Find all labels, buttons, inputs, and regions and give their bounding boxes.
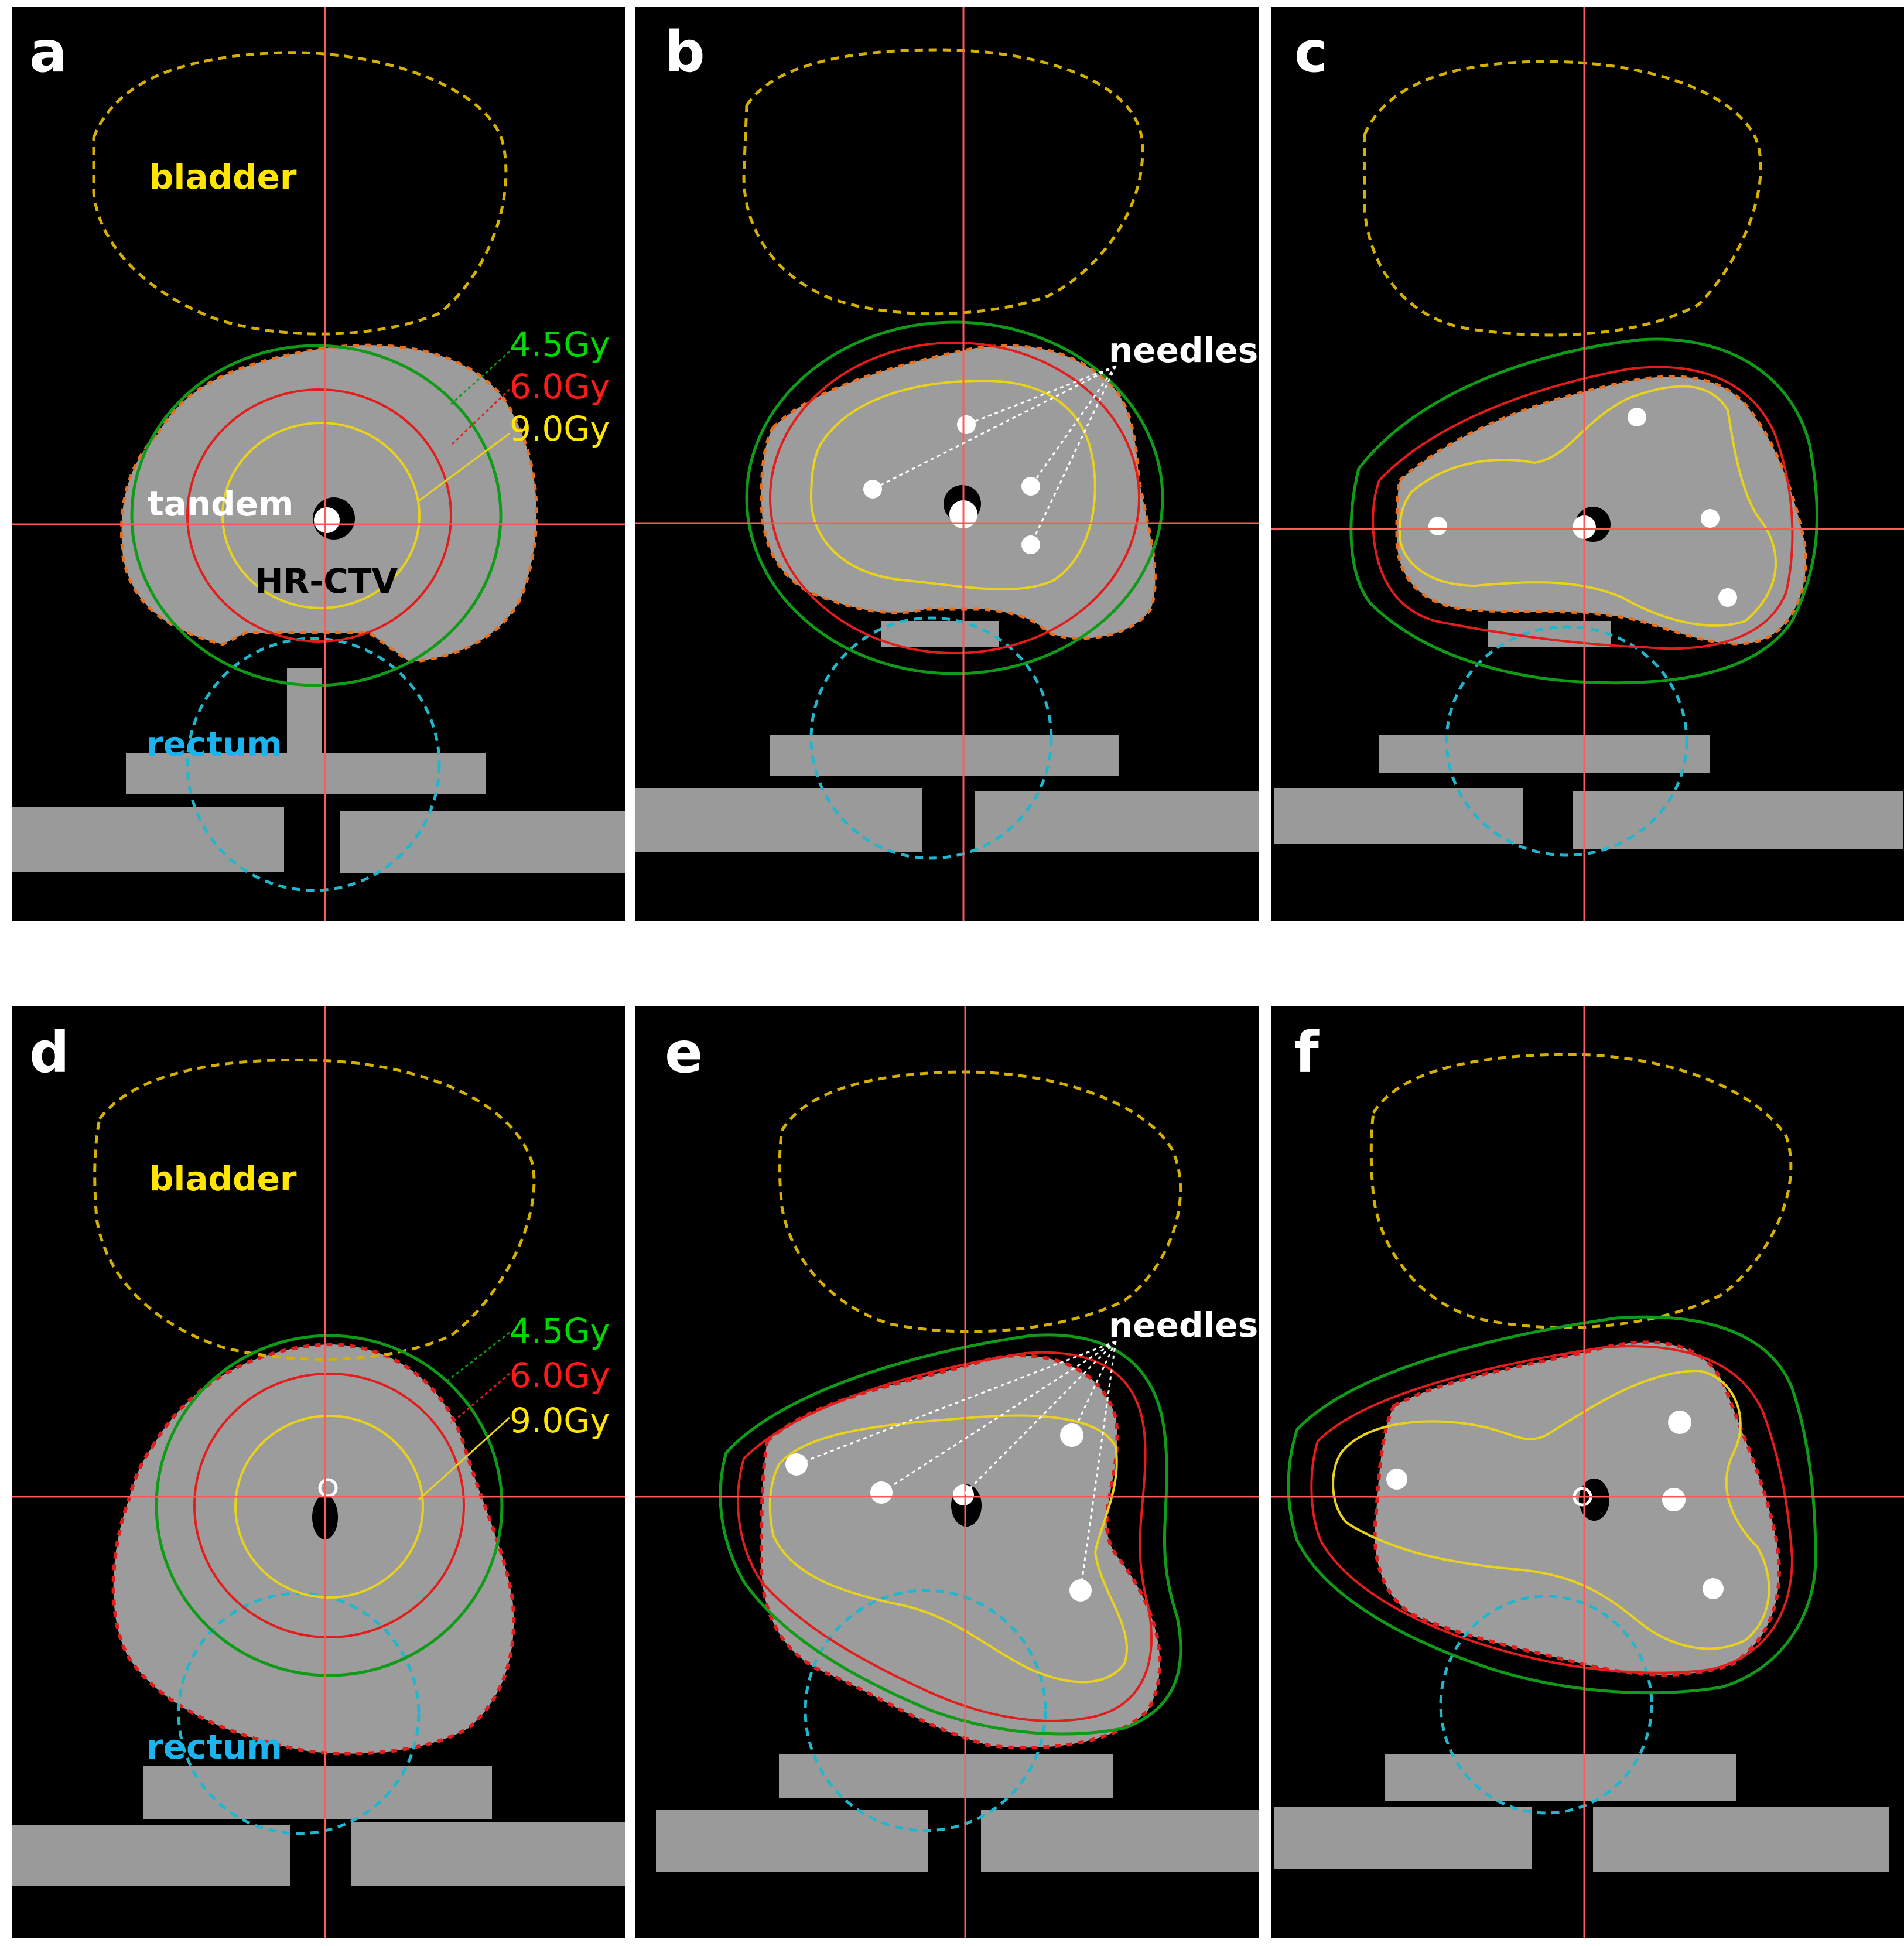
needle-marker — [1386, 1469, 1407, 1490]
panel-a: a bladder tandem HR-CTV rectum 4.5Gy 6.0… — [12, 7, 625, 921]
isodose-green — [745, 320, 1164, 675]
bladder-contour — [93, 1058, 536, 1361]
bladder-label: bladder — [149, 157, 297, 197]
needle-marker — [957, 415, 976, 434]
isodose-yellow — [234, 1415, 424, 1599]
hr-ctv-contour — [120, 343, 538, 664]
leader-green — [450, 350, 511, 405]
phantom-base — [12, 1766, 625, 1886]
bladder-label: bladder — [149, 1159, 297, 1199]
needle-leaders — [872, 365, 1117, 545]
rectum-label: rectum — [146, 724, 282, 764]
tandem-label: tandem — [148, 484, 293, 524]
phantom-base — [12, 668, 625, 873]
panel-letter: b — [665, 19, 705, 85]
isodose-yellow — [768, 1414, 1129, 1684]
rectum-contour — [1445, 625, 1688, 857]
needle-marker — [870, 1481, 893, 1504]
phantom-base — [1274, 621, 1903, 849]
bladder-contour — [1363, 60, 1762, 337]
isodose-green — [719, 1333, 1182, 1736]
rectum-contour — [1439, 1595, 1653, 1815]
rectum-contour — [804, 1589, 1047, 1832]
leader-green — [445, 1332, 510, 1384]
needle-marker — [1718, 588, 1737, 607]
needle-marker — [1069, 1579, 1092, 1602]
isodose-red — [769, 342, 1140, 654]
phantom-base — [1274, 1754, 1889, 1872]
isodose-red — [193, 1373, 465, 1638]
tandem-source — [314, 507, 340, 533]
dose-label-green: 4.5Gy — [510, 325, 610, 364]
isodose-green — [1349, 337, 1818, 685]
panel-b: b needles — [635, 7, 1259, 921]
needle-leaders — [796, 1340, 1117, 1591]
dose-label-red: 6.0Gy — [510, 1356, 610, 1395]
rectum-label: rectum — [146, 1727, 282, 1767]
rectum-contour — [186, 637, 441, 892]
bladder-contour — [92, 51, 508, 336]
dose-label-yellow: 9.0Gy — [510, 1401, 610, 1440]
needle-marker — [785, 1453, 808, 1476]
panel-letter: e — [665, 1020, 703, 1085]
needle-marker — [1060, 1423, 1083, 1447]
hr-ctv-contour — [1395, 375, 1807, 646]
leader-yellow — [418, 1416, 511, 1501]
bladder-contour — [742, 48, 1144, 316]
needle-marker — [1703, 1578, 1724, 1599]
needle-marker — [1662, 1488, 1686, 1511]
needle-marker — [863, 480, 882, 499]
phantom-base — [656, 1754, 1259, 1872]
isodose-green — [155, 1334, 504, 1677]
panel-letter: d — [29, 1020, 70, 1085]
panel-e: e needles — [635, 1006, 1259, 1938]
panel-letter: c — [1294, 19, 1328, 85]
isodose-green — [130, 344, 503, 687]
bladder-contour — [1369, 1053, 1793, 1329]
dose-label-yellow: 9.0Gy — [510, 409, 610, 449]
needle-marker — [1628, 408, 1646, 426]
panel-letter: f — [1294, 1020, 1320, 1085]
hr-ctv-contour — [1373, 1340, 1781, 1677]
isodose-red — [1310, 1345, 1794, 1674]
rectum-contour — [809, 616, 1053, 860]
panel-letter: a — [29, 19, 67, 85]
tandem-source — [953, 1484, 974, 1505]
isodose-green — [1287, 1315, 1817, 1695]
dose-label-red: 6.0Gy — [510, 367, 610, 407]
leader-red — [450, 1373, 510, 1425]
isodose-yellow — [1398, 385, 1777, 627]
bladder-contour — [778, 1070, 1182, 1333]
leader-yellow — [418, 432, 510, 502]
hr-ctv-label: HR-CTV — [255, 561, 398, 601]
panel-c: c — [1271, 7, 1904, 921]
isodose-red — [737, 1351, 1153, 1722]
needle-marker — [1668, 1411, 1691, 1434]
needle-marker — [1021, 477, 1040, 496]
phantom-body — [761, 1356, 1160, 1748]
isodose-yellow — [809, 379, 1096, 590]
isodose-yellow — [221, 422, 421, 609]
panel-d: d bladder rectum 4.5Gy 6.0Gy 9.0Gy — [12, 1006, 625, 1938]
needle-marker — [1701, 509, 1720, 528]
isodose-yellow — [1332, 1369, 1770, 1650]
isodose-red — [1372, 366, 1794, 650]
needle-marker — [1428, 517, 1447, 535]
needles-label: needles — [1109, 330, 1258, 370]
leader-red — [450, 388, 511, 446]
hr-ctv-contour — [111, 1342, 516, 1756]
isodose-red — [186, 388, 452, 643]
phantom-base — [635, 621, 1259, 852]
phantom-body — [113, 1344, 514, 1754]
needles-label: needles — [1109, 1305, 1258, 1345]
panel-f: f — [1271, 1006, 1904, 1938]
dose-label-green: 4.5Gy — [510, 1311, 610, 1351]
